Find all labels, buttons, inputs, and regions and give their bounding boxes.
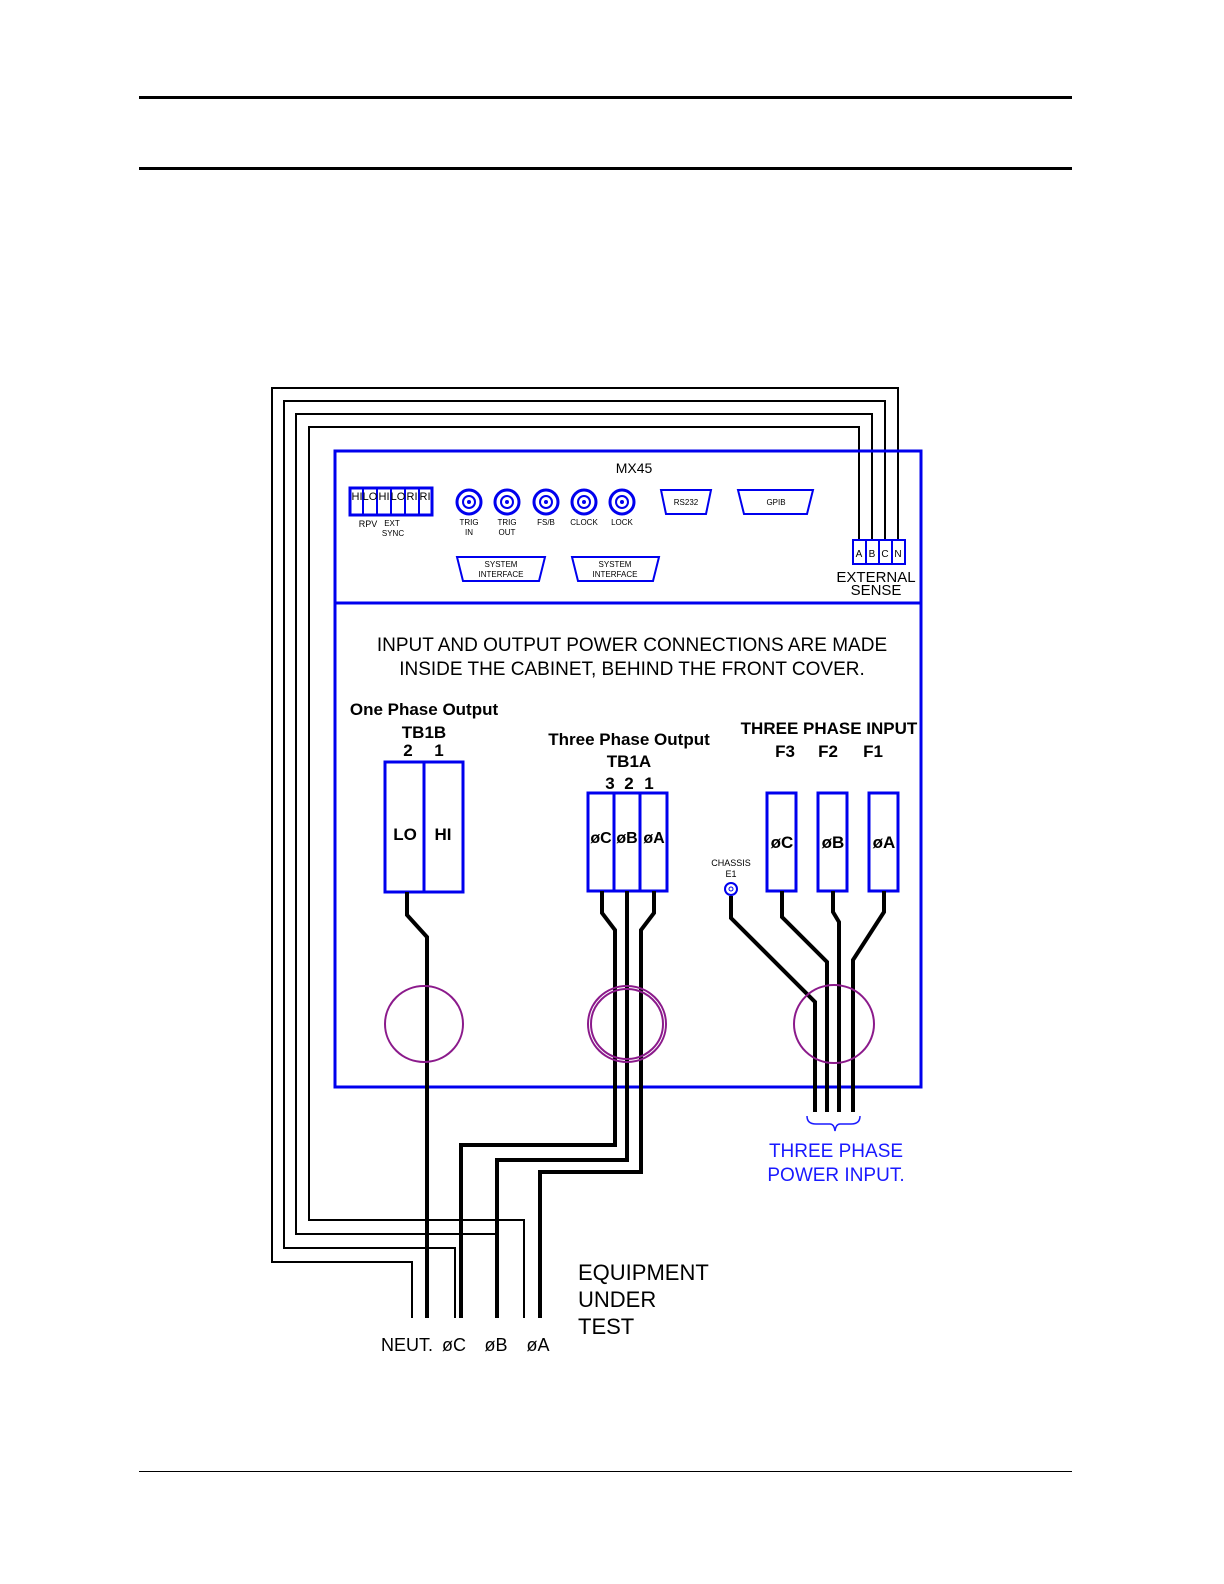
svg-text:CLOCK: CLOCK: [570, 518, 598, 527]
bnc-trig-out: TRIG OUT: [493, 488, 521, 537]
header-rule-top: [139, 96, 1072, 99]
ferrite-ring-tb1b: [384, 985, 464, 1063]
ext-label: EXT: [384, 519, 400, 528]
wire-tb1a-b: [495, 891, 629, 1318]
wire-tb1a-a: [538, 891, 656, 1318]
wire-tb1b-neutral: [405, 892, 429, 1318]
ferrite-rings: [384, 984, 875, 1064]
bnc-clock: CLOCK: [570, 488, 598, 527]
sync-label: SYNC: [382, 529, 404, 538]
ferrite-ring-tb1a: [587, 985, 667, 1063]
sync-pin-3: RI: [407, 491, 418, 503]
input-num-f3: F3: [775, 742, 795, 761]
input-num-f2: F2: [818, 742, 838, 761]
rpv-pin-2: LO: [363, 491, 378, 503]
eut-term-c: øC: [442, 1335, 466, 1355]
sync-pin-1: HI: [379, 491, 390, 503]
power-wires: [405, 891, 886, 1318]
svg-text:IN: IN: [465, 528, 473, 537]
rpv-label: RPV: [359, 519, 378, 529]
sense-wire-c: [283, 400, 886, 1318]
input-num-f1: F1: [863, 742, 883, 761]
tb1b-title: One Phase Output: [350, 700, 499, 719]
svg-text:TRIG: TRIG: [459, 518, 478, 527]
input-term-a: øA: [873, 833, 896, 852]
eut-term-a: øA: [526, 1335, 549, 1355]
wire-input-b: [831, 891, 841, 1112]
system-interface-connector-2: SYSTEM INTERFACE: [570, 556, 661, 582]
system-interface-connector-1: SYSTEM INTERFACE: [455, 556, 547, 582]
tb1a-title: Three Phase Output: [548, 730, 710, 749]
tb1b-block: One Phase Output TB1B 2 1 LO HI: [350, 700, 499, 894]
tb1b-num-1: 1: [434, 741, 443, 760]
eut-term-b: øB: [484, 1335, 507, 1355]
sense-wire-a: [308, 426, 860, 1318]
chassis-label-1: CHASSIS: [711, 858, 751, 868]
external-sense-block: A B C N EXTERNAL SENSE: [836, 539, 916, 599]
svg-text:INTERFACE: INTERFACE: [593, 570, 638, 579]
tb1a-num-3: 3: [605, 774, 614, 793]
footer-rule: [139, 1471, 1072, 1472]
notice-line-1: INPUT AND OUTPUT POWER CONNECTIONS ARE M…: [377, 635, 887, 656]
tb1a-block: Three Phase Output TB1A 3 2 1 øC øB øA: [548, 730, 710, 893]
external-sense-label-2: SENSE: [851, 582, 902, 599]
eut-term-neutral: NEUT.: [381, 1335, 433, 1355]
svg-text:RS232: RS232: [674, 498, 699, 507]
tb1b-num-2: 2: [403, 741, 412, 760]
sync-pin-4: RI: [420, 491, 431, 503]
model-label: MX45: [616, 460, 653, 476]
wire-input-c: [780, 891, 829, 1112]
rpv-pin-1: HI: [352, 491, 363, 503]
external-sense-label-1: EXTERNAL: [836, 569, 915, 586]
chassis-label-2: E1: [725, 869, 736, 879]
rs232-connector: RS232: [659, 489, 713, 515]
tb1a-num-1: 1: [644, 774, 653, 793]
bnc-lock: LOCK: [608, 488, 636, 527]
sense-terminal-c: C: [881, 549, 888, 560]
eut-label-1: EQUIPMENT: [578, 1260, 709, 1285]
tb1a-term-a: øA: [643, 830, 665, 847]
power-note-line-1: THREE PHASE: [769, 1141, 903, 1162]
bnc-trig-in: TRIG IN: [455, 488, 483, 537]
rpv-sync-connector: HI LO HI LO RI RI RPV EXT SYNC: [348, 486, 434, 538]
chassis-ground-stud: [724, 882, 738, 896]
eut-label-2: UNDER: [578, 1287, 656, 1312]
ferrite-ring-input: [793, 984, 875, 1064]
sense-terminal-n: N: [894, 549, 901, 560]
tb1a-term-c: øC: [590, 830, 612, 847]
tb1a-num-2: 2: [624, 774, 633, 793]
tb1a-name: TB1A: [607, 752, 651, 771]
svg-text:OUT: OUT: [499, 528, 516, 537]
wire-chassis-ground: [729, 896, 817, 1112]
input-term-c: øC: [771, 833, 794, 852]
sense-wire-neutral: [271, 387, 899, 1318]
svg-text:INTERFACE: INTERFACE: [479, 570, 524, 579]
notice-line-2: INSIDE THE CABINET, BEHIND THE FRONT COV…: [399, 659, 865, 680]
svg-text:FS/B: FS/B: [537, 518, 555, 527]
tb1b-term-hi: HI: [435, 825, 452, 844]
eut-label-3: TEST: [578, 1314, 634, 1339]
three-phase-input-block: THREE PHASE INPUT F3 F2 F1 øC øB øA CHAS…: [711, 719, 918, 896]
gpib-connector: GPIB: [736, 489, 815, 515]
svg-text:LOCK: LOCK: [611, 518, 633, 527]
wire-tb1a-c: [459, 891, 617, 1318]
header-rule-bottom: [139, 167, 1072, 170]
input-title: THREE PHASE INPUT: [741, 719, 918, 738]
svg-text:GPIB: GPIB: [766, 498, 785, 507]
sense-terminal-b: B: [869, 549, 876, 560]
tb1b-name: TB1B: [402, 723, 446, 742]
wire-input-a: [851, 891, 886, 1112]
input-term-b: øB: [822, 833, 845, 852]
svg-text:SYSTEM: SYSTEM: [599, 560, 632, 569]
bnc-fsb: FS/B: [532, 488, 560, 527]
svg-text:SYSTEM: SYSTEM: [485, 560, 518, 569]
tb1b-term-lo: LO: [393, 825, 417, 844]
tb1a-term-b: øB: [616, 830, 637, 847]
sync-pin-2: LO: [391, 491, 406, 503]
sense-terminal-a: A: [856, 549, 863, 560]
svg-text:TRIG: TRIG: [497, 518, 516, 527]
power-note-line-2: POWER INPUT.: [767, 1165, 904, 1186]
input-brace: [806, 1115, 861, 1132]
